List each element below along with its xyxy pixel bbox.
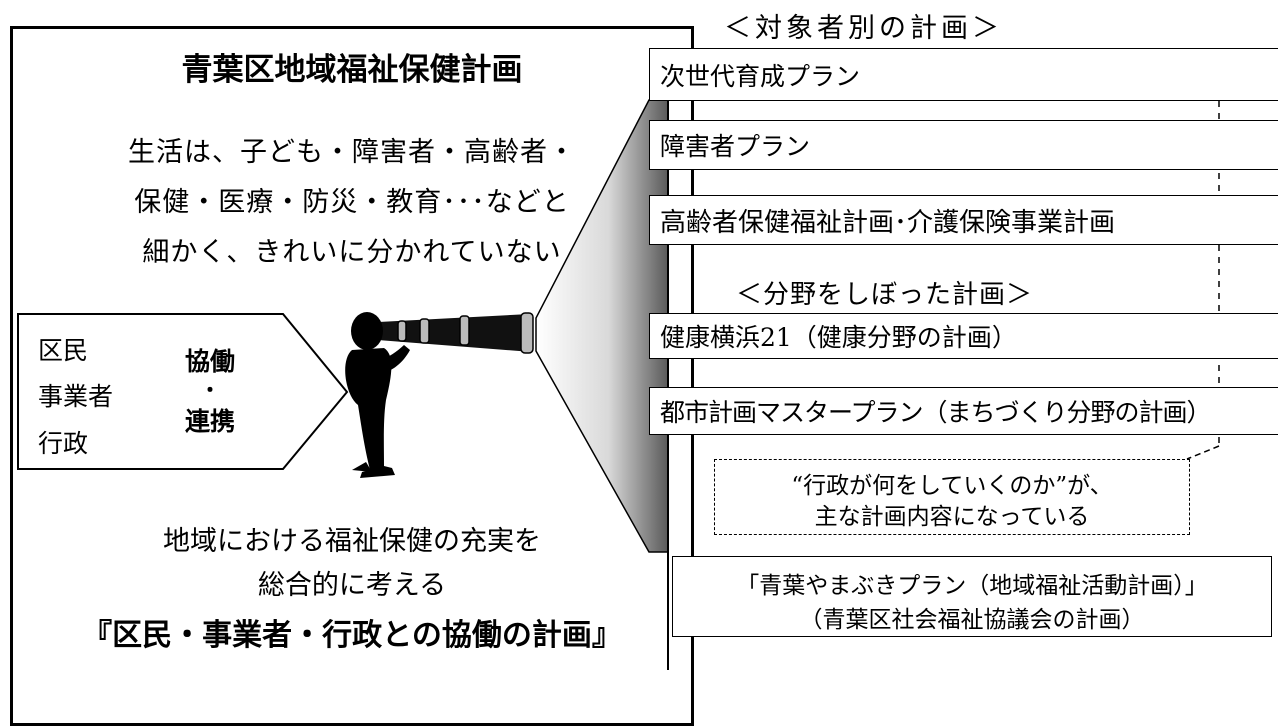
bottom-line-2: 総合的に考える [257, 570, 447, 601]
note-box [714, 459, 1190, 535]
actor-businesses: 事業者 [38, 382, 114, 411]
description-line-1: 生活は、子ども・障害者・高齢者・ [128, 137, 576, 168]
actor-residents: 区民 [38, 336, 89, 365]
collab-dot: ・ [200, 378, 220, 402]
description-line-2: 保健・医療・防災・教育･･･などと [134, 187, 570, 218]
person-with-telescope-icon [345, 312, 534, 478]
council-plan-line-1: 「青葉やまぶきプラン（地域福祉活動計画）」 [736, 573, 1208, 599]
note-line-1: “行政が何をしていくのか”が、 [791, 473, 1113, 499]
plan-health-yokohama: 健康横浜21（健康分野の計画） [649, 313, 1278, 359]
heading-field-plans: ＜分野をしぼった計画＞ [736, 280, 1034, 310]
heading-target-plans: ＜対象者別の計画＞ [724, 13, 1003, 44]
actor-government: 行政 [38, 429, 89, 458]
main-title: 青葉区地域福祉保健計画 [181, 52, 523, 88]
bottom-line-1: 地域における福祉保健の充実を [163, 526, 541, 557]
collaboration-slogan: 『区民・事業者・行政との協働の計画』 [82, 618, 622, 653]
description-line-3: 細かく、きれいに分かれていない [142, 237, 562, 268]
collab-kyodo: 協働 [184, 347, 235, 376]
collab-renkei: 連携 [184, 407, 235, 436]
plan-elderly-care: 高齢者保健福祉計画･介護保険事業計画 [649, 195, 1278, 245]
plan-council-box [672, 556, 1272, 637]
plan-urban-master: 都市計画マスタープラン（まちづくり分野の計画） [649, 387, 1278, 435]
actors-arrow-shape [17, 313, 349, 470]
council-plan-line-2: （青葉区社会福祉協議会の計画） [799, 607, 1145, 633]
plan-disability: 障害者プラン [649, 120, 1278, 170]
note-line-2: 主な計画内容になっている [814, 504, 1090, 530]
plan-next-generation: 次世代育成プラン [649, 48, 1278, 101]
